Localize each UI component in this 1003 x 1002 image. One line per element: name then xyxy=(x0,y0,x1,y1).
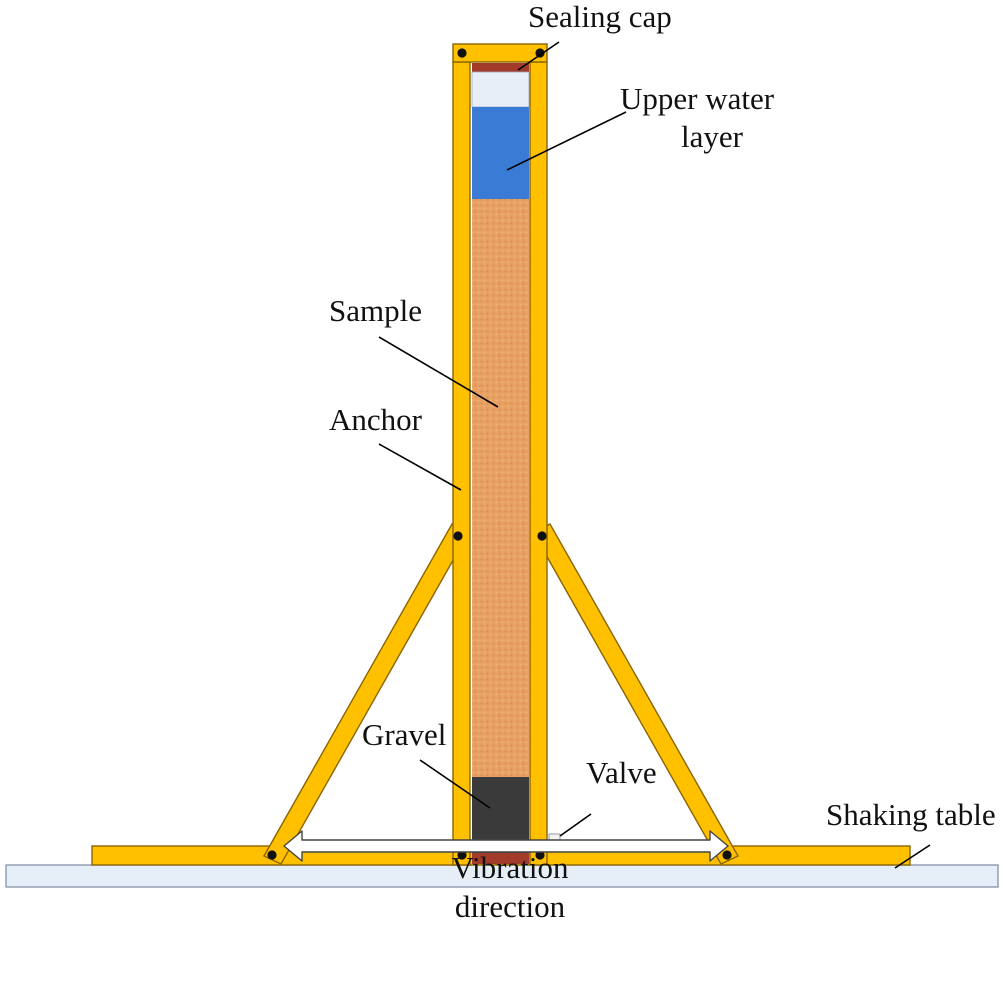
bolt-icon xyxy=(267,850,277,860)
label-sample: Sample xyxy=(329,293,422,328)
bolt-icon xyxy=(537,531,547,541)
sealing-cap-top xyxy=(472,63,529,72)
label-sealing-cap: Sealing cap xyxy=(528,0,672,34)
label-upper-water-line1: Upper water xyxy=(620,81,775,116)
label-shaking-table: Shaking table xyxy=(826,797,996,832)
leader-upper-water xyxy=(506,111,627,171)
label-valve: Valve xyxy=(586,755,657,790)
left-column xyxy=(452,61,471,866)
leader-anchor xyxy=(378,443,462,491)
leader-shaking-table xyxy=(894,844,931,869)
label-vibration-line2: direction xyxy=(455,889,566,924)
upper-water-layer xyxy=(472,107,529,199)
sealing-cap-bottom xyxy=(472,853,529,864)
bolt-icon xyxy=(457,48,467,58)
right-brace xyxy=(532,523,739,865)
leader-valve xyxy=(559,813,592,837)
label-gravel: Gravel xyxy=(362,717,446,752)
air-gap xyxy=(471,71,530,108)
bolt-icon xyxy=(453,531,463,541)
right-column xyxy=(529,61,548,866)
left-brace xyxy=(263,523,470,865)
bolt-icon xyxy=(535,48,545,58)
top-cross-beam xyxy=(452,43,548,63)
label-upper-water-line2: layer xyxy=(681,119,744,154)
leader-gravel xyxy=(419,759,491,809)
bolt-icon xyxy=(722,850,732,860)
sample-column xyxy=(472,199,529,777)
label-vibration-line1: Vibration xyxy=(452,850,569,885)
label-anchor: Anchor xyxy=(329,402,423,437)
double-arrow-icon xyxy=(283,830,729,862)
leader-sample xyxy=(378,336,499,408)
leader-sealing-cap xyxy=(517,41,560,71)
